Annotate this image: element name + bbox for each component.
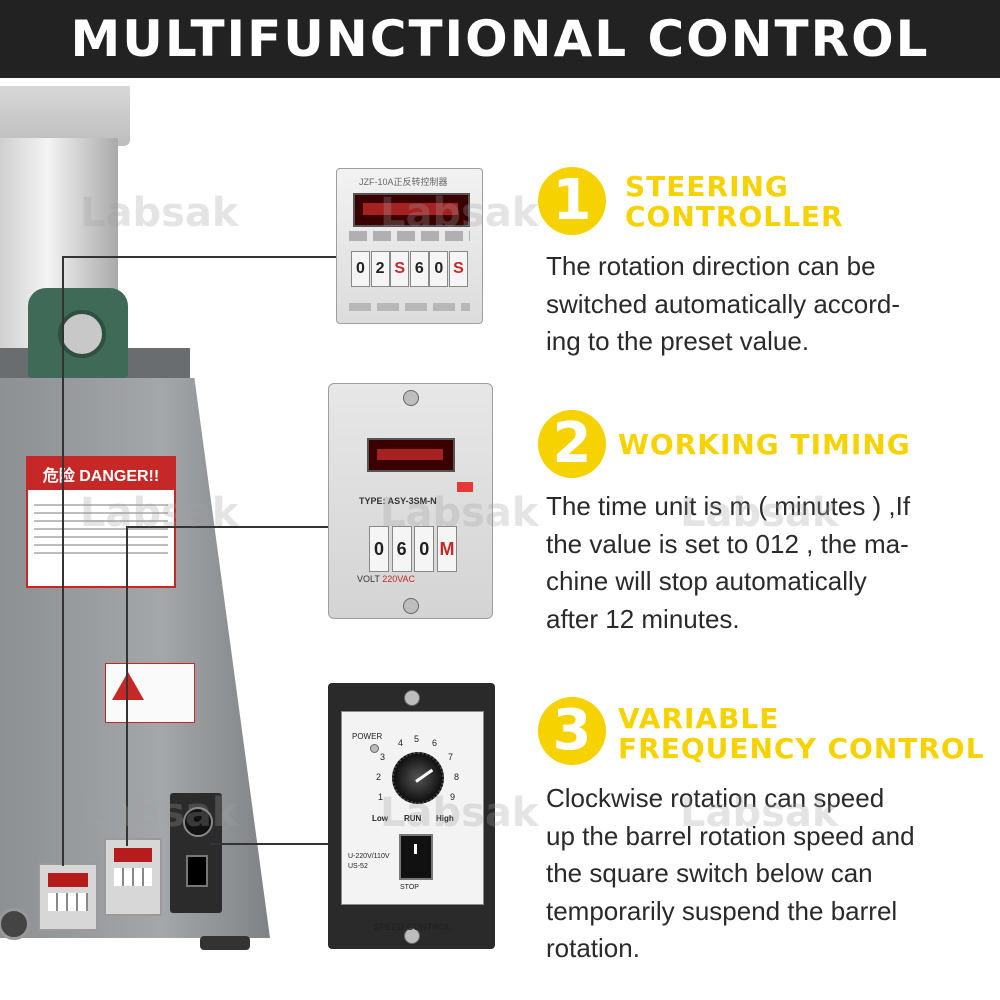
digit: M bbox=[436, 526, 457, 572]
working-timer-display bbox=[367, 438, 455, 472]
dial-number: 9 bbox=[450, 792, 456, 802]
dial-run-label: RUN bbox=[404, 814, 422, 823]
dial-number: 1 bbox=[378, 792, 384, 802]
digit: 2 bbox=[370, 251, 390, 287]
stop-switch-icon bbox=[399, 834, 433, 880]
callout-line-2-vertical bbox=[126, 526, 128, 846]
working-timer-type: TYPE: ASY-3SM-N bbox=[359, 496, 437, 506]
screw-icon bbox=[404, 928, 420, 944]
digit: 0 bbox=[369, 526, 389, 572]
dial-number: 8 bbox=[454, 772, 460, 782]
stop-label: STOP bbox=[400, 884, 419, 891]
dial-number: 4 bbox=[398, 738, 404, 748]
feature-2-description: The time unit is m ( minutes ) ,If the v… bbox=[546, 491, 911, 634]
machine-illustration: 危险 DANGER!! bbox=[0, 78, 280, 1000]
header-banner: MULTIFUNCTIONAL CONTROL bbox=[0, 0, 1000, 78]
working-timer-volt: VOLT 220VAC bbox=[357, 574, 416, 584]
feature-3-description: Clockwise rotation can speed up the barr… bbox=[546, 783, 915, 963]
dial-number: 3 bbox=[380, 752, 386, 762]
feature-1-description: The rotation direction can be switched a… bbox=[546, 251, 901, 356]
callout-line-3 bbox=[210, 843, 328, 845]
screw-icon bbox=[404, 690, 420, 706]
speed-dial-knob bbox=[392, 752, 444, 804]
reset-indicator bbox=[457, 482, 473, 492]
mini-timer-panel bbox=[38, 863, 98, 931]
dial-low-label: Low bbox=[372, 814, 388, 823]
digit: 0 bbox=[351, 251, 370, 287]
dial-number: 5 bbox=[414, 734, 420, 744]
callout-line-1-vertical bbox=[62, 256, 64, 866]
dial-high-label: High bbox=[436, 814, 454, 823]
screw-icon bbox=[403, 390, 419, 406]
digit: 6 bbox=[391, 526, 412, 572]
warning-sticker bbox=[105, 663, 195, 723]
speed-control-face: POWER 1 2 3 4 5 6 7 8 9 Low RUN High U-2… bbox=[341, 711, 484, 932]
digit: 0 bbox=[414, 526, 435, 572]
digit: S bbox=[448, 251, 468, 287]
dial-number: 2 bbox=[376, 772, 382, 782]
feature-1-badge: 1 bbox=[538, 167, 606, 235]
steering-controller-device: JZF-10A正反转控制器 0 2 S 6 0 S bbox=[336, 168, 483, 324]
working-timer-digits: 0 6 0 M bbox=[369, 526, 457, 572]
power-led-icon bbox=[370, 744, 379, 753]
digit: 0 bbox=[429, 251, 449, 287]
machine-toggle-switch bbox=[0, 908, 30, 940]
callout-line-1 bbox=[62, 256, 336, 258]
digit: S bbox=[390, 251, 410, 287]
steering-controller-model: JZF-10A正反转控制器 bbox=[359, 177, 448, 187]
screw-icon bbox=[403, 598, 419, 614]
speed-control-name: SPEED CONTROL bbox=[373, 922, 452, 932]
working-timer-device: TYPE: ASY-3SM-N 0 6 0 M VOLT 220VAC bbox=[328, 383, 493, 619]
speed-control-device: POWER 1 2 3 4 5 6 7 8 9 Low RUN High U-2… bbox=[328, 683, 495, 949]
feature-2-title: WORKING TIMING bbox=[618, 428, 911, 461]
warning-triangle-icon bbox=[112, 672, 144, 700]
barrel-lid bbox=[0, 86, 130, 146]
machine-foot bbox=[200, 936, 250, 950]
steering-controller-digits: 0 2 S 6 0 S bbox=[351, 251, 468, 287]
danger-label: 危险 DANGER!! bbox=[26, 456, 176, 588]
feature-2-badge: 2 bbox=[538, 410, 606, 478]
mini-speed-control bbox=[170, 793, 222, 913]
feature-3-badge: 3 bbox=[538, 697, 606, 765]
bearing-block bbox=[28, 288, 128, 378]
danger-label-text: 危险 DANGER!! bbox=[28, 458, 174, 490]
steering-controller-display bbox=[353, 193, 470, 227]
digit: 6 bbox=[409, 251, 429, 287]
dial-number: 6 bbox=[432, 738, 438, 748]
callout-line-2 bbox=[126, 526, 328, 528]
dial-number: 7 bbox=[448, 752, 454, 762]
page-title: MULTIFUNCTIONAL CONTROL bbox=[70, 10, 930, 68]
mini-steering-panel bbox=[104, 838, 162, 916]
power-label: POWER bbox=[352, 732, 383, 741]
